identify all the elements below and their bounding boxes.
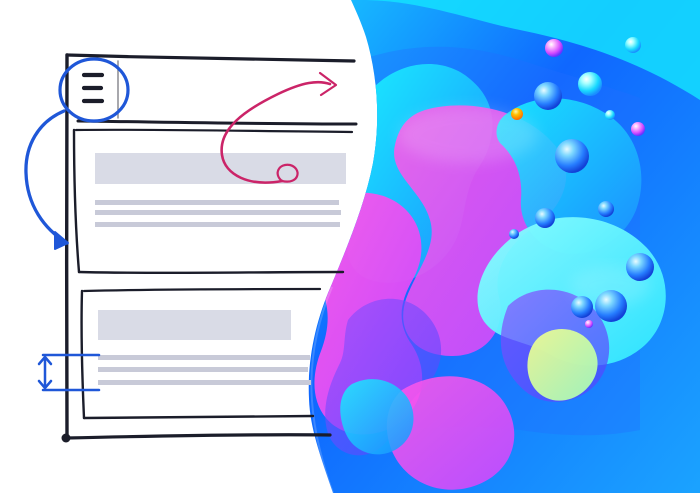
top-card-line-3 bbox=[95, 222, 340, 227]
sphere-ornament-icon bbox=[534, 82, 562, 110]
fluid-art-region bbox=[308, 0, 700, 493]
sphere-ornament-icon bbox=[578, 72, 602, 96]
sphere-ornament-icon bbox=[585, 320, 593, 328]
fluid-blob-cyan-bottom bbox=[340, 379, 414, 455]
arrow-annotation-icon bbox=[54, 231, 69, 250]
card-bottom-top-edge bbox=[82, 287, 322, 293]
sphere-ornament-icon bbox=[605, 110, 615, 120]
wireframe-placeholders bbox=[95, 153, 346, 385]
arrow-annotation-icon bbox=[276, 163, 299, 183]
sphere-ornament-icon bbox=[631, 122, 645, 136]
fluid-blob-magenta-bottom bbox=[386, 376, 515, 490]
wireframe-corner-dot bbox=[61, 433, 71, 443]
card-bottom-left-edge bbox=[80, 289, 86, 420]
sphere-ornament-icon bbox=[535, 208, 555, 228]
bottom-card-title-placeholder bbox=[98, 310, 291, 340]
spacing-marker-icon bbox=[37, 379, 53, 390]
fluid-top-wave bbox=[360, 0, 700, 100]
arrow-annotation-icon bbox=[318, 71, 338, 97]
menu-annotation bbox=[58, 57, 130, 123]
header-divider bbox=[76, 119, 358, 126]
sphere-ornament-icon bbox=[555, 139, 589, 173]
spacing-marker-icon bbox=[37, 355, 53, 366]
arrow-annotation-icon bbox=[220, 80, 332, 184]
blue-arrow-annotation bbox=[24, 109, 69, 250]
sphere-ornament-icon bbox=[595, 290, 627, 322]
wireframe-sketch bbox=[61, 53, 358, 443]
wireframe-bottom-edge bbox=[65, 433, 332, 440]
hamburger-focus-circle bbox=[58, 57, 130, 123]
sphere-ornament-icon bbox=[509, 229, 519, 239]
sphere-ornament-icon bbox=[511, 108, 523, 120]
top-card-line-2 bbox=[95, 210, 341, 215]
sphere-ornament-icon bbox=[571, 296, 593, 318]
top-card-title-placeholder bbox=[95, 153, 346, 184]
bottom-card-line-3 bbox=[98, 380, 311, 385]
bottom-card-line-1 bbox=[98, 355, 310, 360]
bottom-card-line-2 bbox=[98, 367, 308, 372]
pink-arrow-annotation bbox=[220, 71, 338, 184]
sphere-ornament-icon bbox=[545, 39, 563, 57]
sphere-cluster bbox=[509, 37, 654, 328]
card-top-bottom-edge bbox=[77, 270, 345, 275]
fluid-edge-highlight bbox=[310, 286, 334, 493]
hamburger-menu-icon bbox=[81, 72, 105, 104]
fluid-blob-lime bbox=[527, 328, 598, 401]
top-card-line-1 bbox=[95, 200, 339, 205]
sphere-ornament-icon bbox=[598, 201, 614, 217]
fluid-highlight-top bbox=[398, 107, 538, 163]
wireframe-top-edge bbox=[65, 53, 356, 63]
sphere-ornament-icon bbox=[625, 37, 641, 53]
spacing-marker bbox=[37, 353, 101, 392]
arrow-annotation-icon bbox=[24, 109, 69, 245]
card-bottom-bottom-edge bbox=[82, 414, 315, 420]
card-top-top-edge bbox=[74, 128, 354, 134]
sphere-ornament-icon bbox=[626, 253, 654, 281]
card-top-left-edge bbox=[72, 128, 81, 274]
